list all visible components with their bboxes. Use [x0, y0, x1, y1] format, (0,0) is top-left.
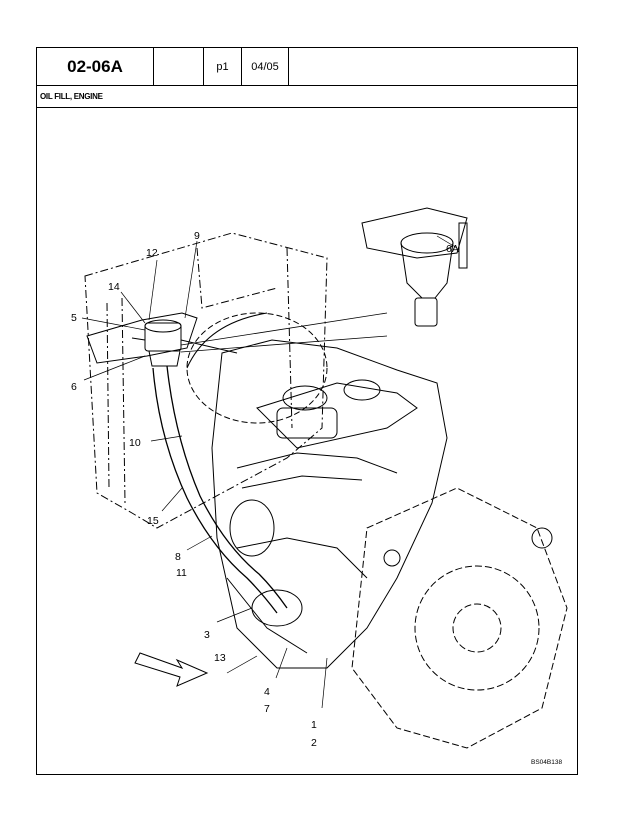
- callout-11: 11: [176, 567, 187, 579]
- oil-fill-tube: [152, 365, 288, 614]
- callout-7: 7: [264, 703, 270, 715]
- flywheel-housing: [351, 487, 568, 749]
- callout-3: 3: [204, 629, 210, 641]
- callout-12: 12: [146, 247, 158, 259]
- direction-arrow: [134, 652, 209, 687]
- section-code: 02-06A: [37, 48, 154, 85]
- callout-1: 1: [311, 719, 317, 731]
- callout-8: 8: [175, 551, 181, 563]
- mounting-bracket: [86, 312, 198, 364]
- page-number: p1: [204, 48, 242, 85]
- revision-date: 04/05: [242, 48, 289, 85]
- parts-sheet: 02-06A p1 04/05 OIL FILL, ENGINE: [36, 47, 578, 775]
- callout-2: 2: [311, 737, 317, 749]
- callout-10: 10: [129, 437, 141, 449]
- drawing-number: BS04B138: [531, 759, 562, 766]
- header-row: 02-06A p1 04/05: [37, 48, 577, 86]
- callout-5: 5: [71, 312, 77, 324]
- radiator-assembly: [84, 232, 328, 529]
- section-title: OIL FILL, ENGINE: [37, 86, 577, 108]
- callout-6a: 6A: [446, 243, 459, 255]
- callout-9: 9: [194, 230, 200, 242]
- callout-14: 14: [108, 281, 120, 293]
- fan-ring: [186, 312, 328, 424]
- blank-cell: [154, 48, 204, 85]
- exploded-view-diagram: 12 9 6A 14 5 6 10 15 8 11 3 13 4 7 1 2 B…: [71, 207, 568, 766]
- callout-13: 13: [214, 652, 226, 664]
- callout-15: 15: [147, 515, 159, 527]
- filler-cap: [131, 319, 238, 367]
- engine-block: [211, 339, 448, 669]
- callout-4: 4: [264, 686, 270, 698]
- callout-6: 6: [71, 381, 77, 393]
- part-6a-inset: [361, 207, 468, 327]
